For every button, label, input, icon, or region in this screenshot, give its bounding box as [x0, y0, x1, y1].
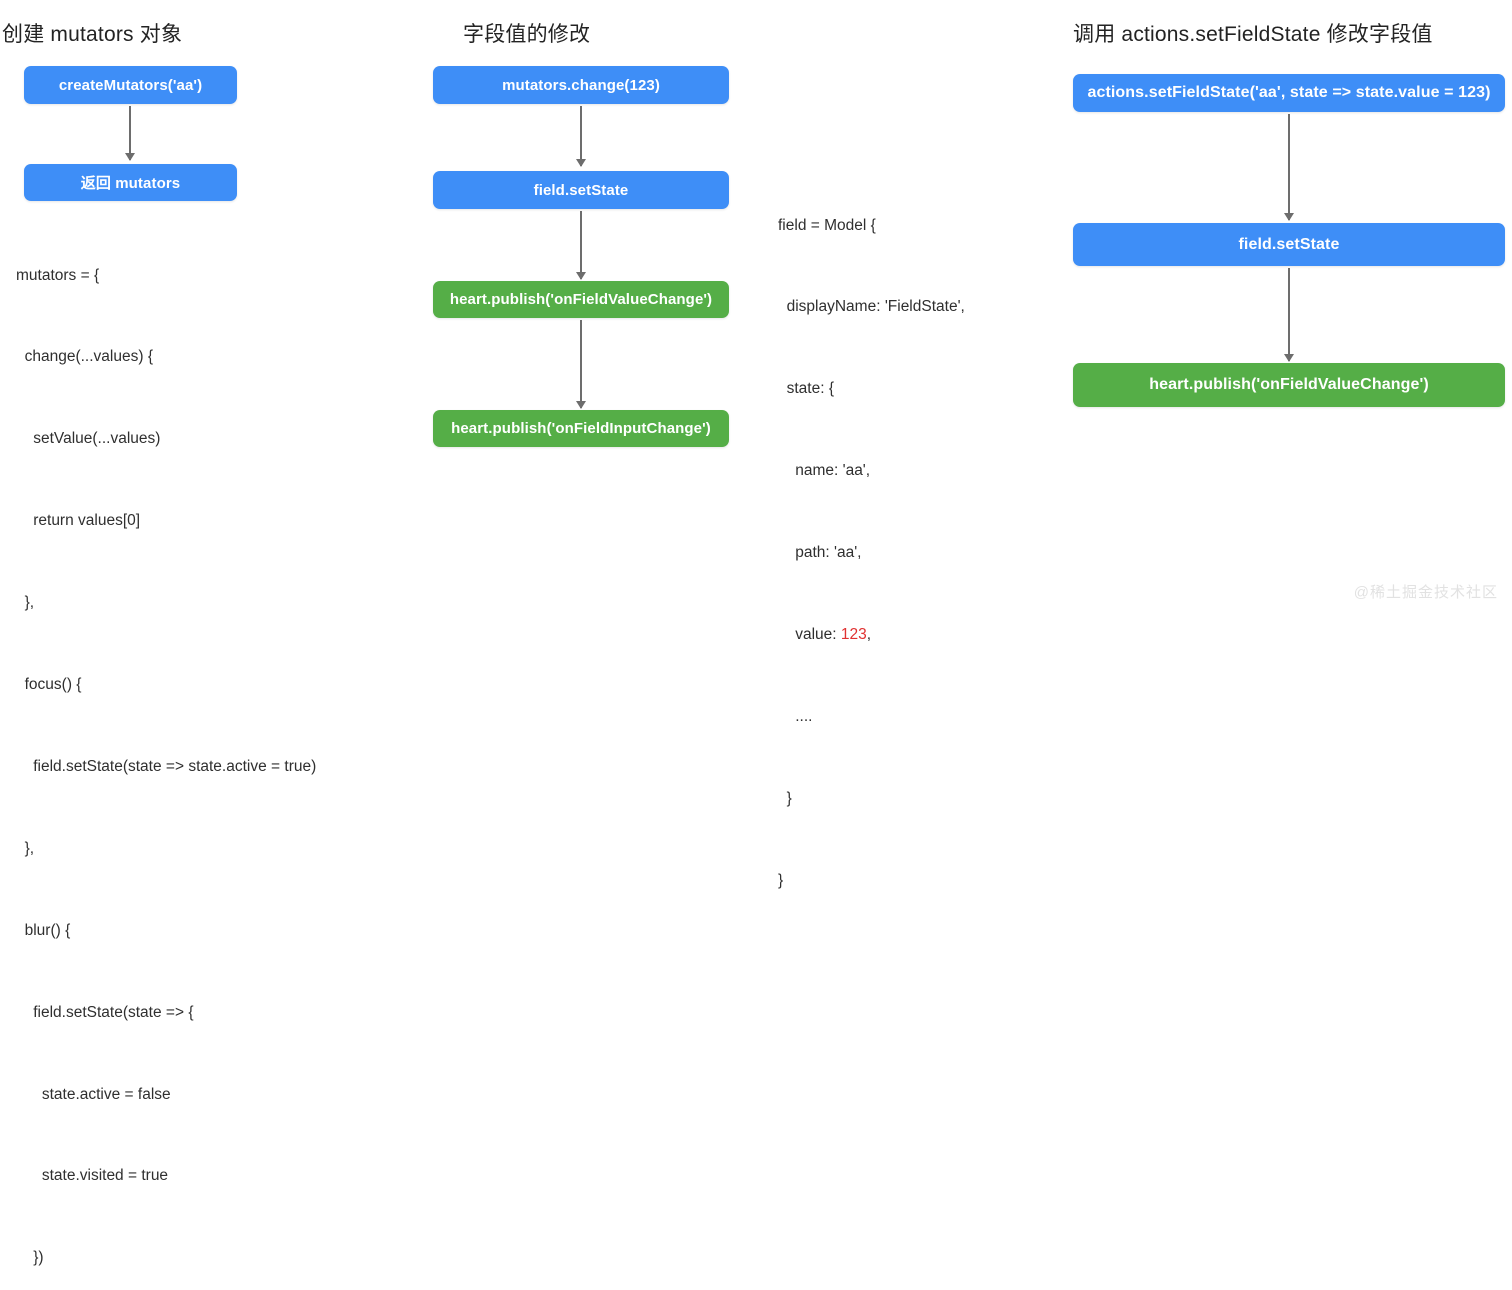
value-label: value:: [778, 626, 841, 644]
column-1-title: 创建 mutators 对象: [2, 23, 183, 46]
code-line: state.visited = true: [16, 1167, 169, 1185]
code-line: name: 'aa',: [778, 462, 871, 480]
code-line: field = Model {: [778, 216, 876, 234]
watermark: @稀土掘金技术社区: [1353, 584, 1498, 601]
node-return-mutators[interactable]: 返回 mutators: [24, 164, 237, 201]
code-line: path: 'aa',: [778, 544, 862, 562]
diagram-canvas: 创建 mutators 对象 createMutators('aa') 返回 m…: [2, 23, 1505, 1266]
arrow-change-to-setstate: [576, 106, 586, 167]
code-line: }): [16, 1249, 44, 1267]
code-line: change(...values) {: [16, 348, 153, 366]
arrow-setstate-to-valuechange: [576, 211, 586, 280]
code-line: },: [16, 594, 35, 612]
arrow-create-to-return: [125, 106, 135, 161]
arrow-actions-to-setstate: [1284, 114, 1294, 221]
column-2-title: 字段值的修改: [463, 23, 591, 46]
mutators-code-block: mutators = { change(...values) { setValu…: [16, 207, 316, 1290]
column-3-title: 调用 actions.setFieldState 修改字段值: [1073, 23, 1433, 46]
code-line: }: [778, 789, 792, 807]
code-line: return values[0]: [16, 512, 141, 530]
arrow-valuechange-to-inputchange: [576, 320, 586, 409]
node-publish-onfieldvaluechange-col2[interactable]: heart.publish('onFieldValueChange'): [433, 281, 729, 318]
node-field-setstate-col3[interactable]: field.setState: [1073, 223, 1505, 266]
arrow-setstate-to-valuechange-col3: [1284, 268, 1294, 362]
code-line: state: {: [778, 380, 835, 398]
code-line: ....: [778, 707, 813, 725]
node-publish-onfieldvaluechange-col3[interactable]: heart.publish('onFieldValueChange'): [1073, 363, 1505, 407]
code-line: state.active = false: [16, 1085, 171, 1103]
code-line: field.setState(state => {: [16, 1003, 194, 1021]
node-mutators-change[interactable]: mutators.change(123): [433, 66, 729, 104]
code-line: mutators = {: [16, 266, 100, 284]
code-line: }: [778, 871, 784, 889]
code-line: field.setState(state => state.active = t…: [16, 757, 317, 775]
node-create-mutators[interactable]: createMutators('aa'): [24, 66, 237, 104]
code-line: displayName: 'FieldState',: [778, 298, 965, 316]
code-line: blur() {: [16, 921, 71, 939]
code-line: focus() {: [16, 676, 82, 694]
node-field-setstate-col2[interactable]: field.setState: [433, 171, 729, 209]
code-line: },: [16, 839, 35, 857]
value-number: 123: [840, 626, 867, 644]
value-comma: ,: [866, 626, 872, 644]
code-line-value: value: 123,: [778, 621, 965, 648]
field-model-code-block: field = Model { displayName: 'FieldState…: [778, 157, 965, 949]
node-actions-setfieldstate[interactable]: actions.setFieldState('aa', state => sta…: [1073, 74, 1505, 112]
node-publish-onfieldinputchange[interactable]: heart.publish('onFieldInputChange'): [433, 410, 729, 447]
code-line: setValue(...values): [16, 430, 161, 448]
